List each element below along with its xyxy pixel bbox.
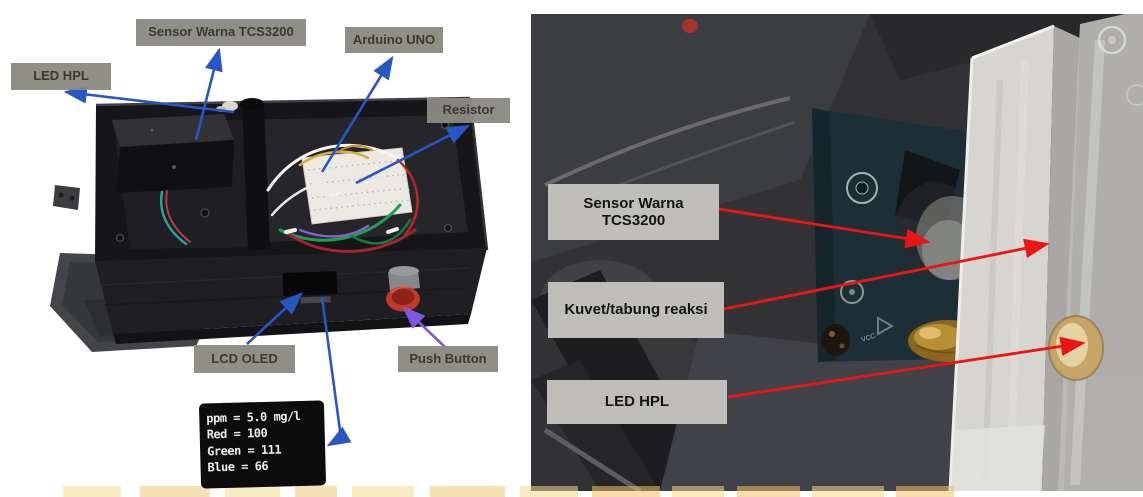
jumper-wires bbox=[159, 143, 419, 253]
label-kuvet: Kuvet/tabung reaksi bbox=[548, 282, 724, 338]
arrow-led-left bbox=[63, 85, 235, 114]
red-indicator-dot bbox=[682, 19, 698, 33]
rim-connector bbox=[222, 101, 238, 111]
watermark bbox=[63, 486, 954, 497]
oled-line-blue: Blue = 66 bbox=[207, 458, 269, 475]
oled-display-inset: ppm = 5.0 mg/l Red = 100 Green = 111 Blu… bbox=[198, 400, 327, 489]
cuvette bbox=[948, 24, 1080, 491]
arrow-kuvet bbox=[713, 238, 1050, 313]
mount-bracket bbox=[53, 185, 80, 210]
left-photo bbox=[50, 96, 489, 352]
label-resistor: Resistor bbox=[427, 98, 510, 123]
sensor-module-closeup bbox=[895, 150, 988, 280]
dark-screw bbox=[822, 324, 850, 356]
label-sensor-right-line2: TCS3200 bbox=[601, 212, 666, 229]
pcb-vcc-text: VCC bbox=[860, 333, 876, 344]
annotation-arrows bbox=[63, 47, 1086, 447]
label-push-button: Push Button bbox=[398, 346, 498, 372]
label-led-hpl-left: LED HPL bbox=[11, 63, 111, 90]
arrow-oled-inset bbox=[320, 296, 352, 447]
label-led-hpl-right: LED HPL bbox=[547, 380, 727, 424]
sensor-housing bbox=[112, 114, 234, 193]
arrow-push-button bbox=[402, 306, 447, 349]
breadboard bbox=[301, 147, 413, 225]
label-sensor-warna-left: Sensor Warna TCS3200 bbox=[136, 19, 306, 46]
label-sensor-right-line1: Sensor Warna bbox=[583, 194, 684, 212]
arrow-led-right bbox=[727, 336, 1086, 399]
arrow-sensor-left bbox=[194, 47, 223, 141]
arrow-resistor bbox=[355, 124, 471, 185]
box-divider bbox=[240, 98, 270, 251]
label-sensor-warna-right: Sensor Warna TCS3200 bbox=[548, 184, 719, 240]
label-arduino-uno: Arduino UNO bbox=[345, 27, 443, 53]
arrow-lcd-oled bbox=[246, 292, 303, 345]
label-lcd-oled: LCD OLED bbox=[194, 345, 295, 373]
arrow-sensor-right bbox=[718, 207, 931, 249]
push-button bbox=[386, 266, 420, 312]
arrow-arduino bbox=[320, 55, 394, 173]
